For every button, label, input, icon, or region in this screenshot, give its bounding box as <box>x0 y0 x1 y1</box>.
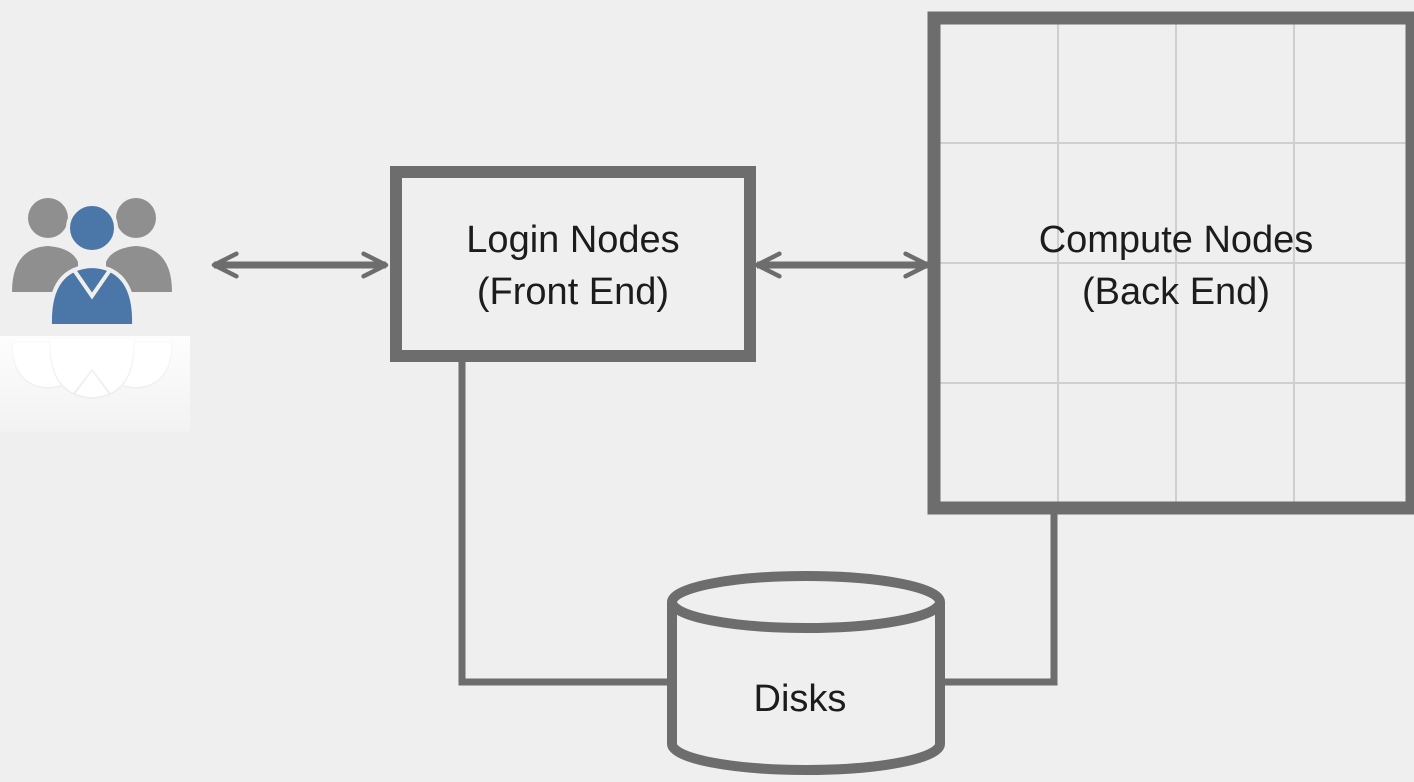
users-reflection <box>0 336 190 432</box>
compute-nodes-label: Compute Nodes <box>1039 219 1314 261</box>
disks-cylinder: Disks <box>667 571 945 775</box>
compute-nodes-box: Compute Nodes (Back End) <box>927 11 1414 515</box>
login-nodes-sublabel: (Front End) <box>477 271 669 313</box>
compute-nodes-sublabel: (Back End) <box>1082 271 1270 313</box>
users-group-icon <box>12 198 172 328</box>
compute-disks-connector <box>940 510 1058 686</box>
login-nodes-box: Login Nodes (Front End) <box>390 166 756 362</box>
compute-grid <box>934 18 1412 508</box>
login-nodes-label: Login Nodes <box>466 219 679 261</box>
disks-label: Disks <box>754 678 847 720</box>
login-disks-connector <box>458 358 672 686</box>
